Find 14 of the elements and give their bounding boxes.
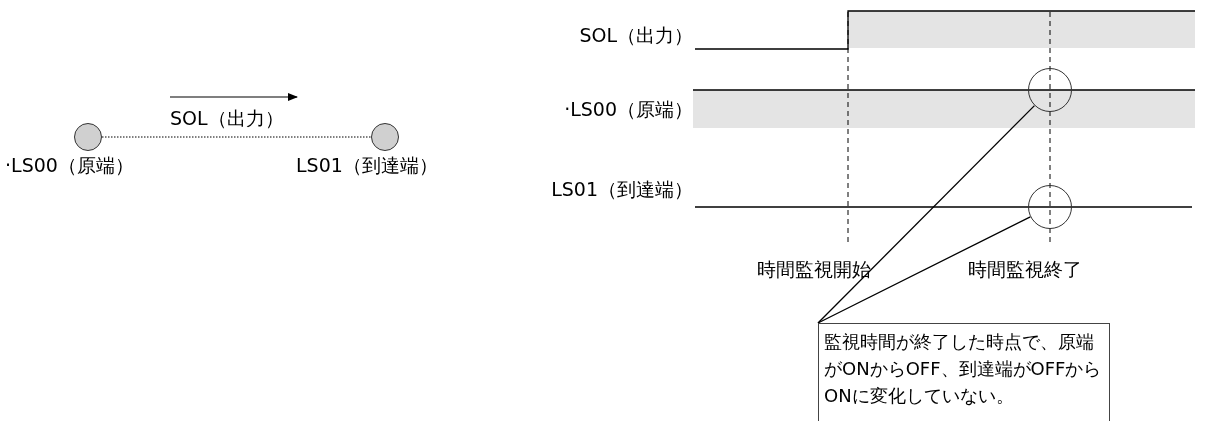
sensor-circle [74,123,102,151]
callout-box [818,323,1110,421]
time-label: 時間監視終了 [968,258,1082,280]
signal-label: SOL（出力） [579,24,693,46]
sensor-label: ·LS00（原端） [5,154,134,176]
leader-line [817,216,1031,324]
signal-label: ·LS00（原端） [564,98,693,120]
signal-label: LS01（到達端） [551,178,693,200]
callout-text: 監視時間が終了した時点で、原端がONからOFF、到達端がOFFからONに変化していない。 [824,330,1103,408]
dotted-connector [101,136,372,138]
leader-line [817,104,1036,324]
sensor-circle [371,123,399,151]
time-label: 時間監視開始 [757,258,871,280]
sensor-label: LS01（到達端） [296,154,438,176]
